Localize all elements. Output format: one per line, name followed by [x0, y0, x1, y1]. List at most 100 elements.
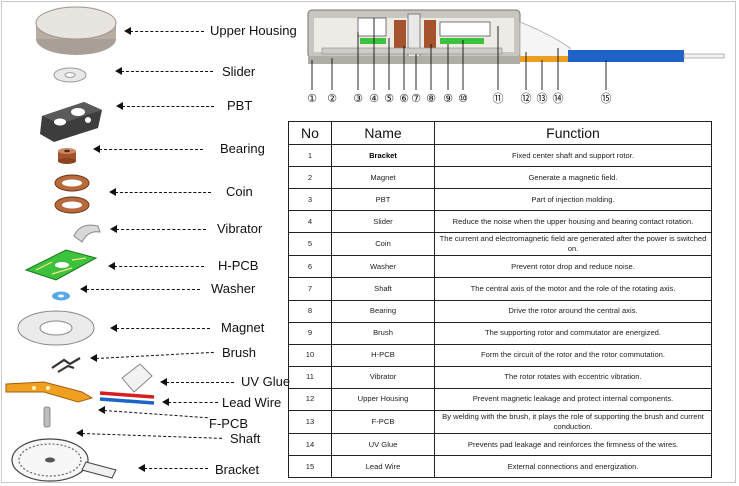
callout-11: ⑪: [493, 92, 504, 105]
cell-no: 5: [288, 232, 332, 257]
cell-no: 14: [288, 433, 332, 457]
cell-function: The rotor rotates with eccentric vibrati…: [434, 365, 712, 389]
cell-name: Slider: [331, 210, 435, 234]
leader-arrow-upper-housing: [124, 27, 131, 35]
label-magnet: Magnet: [221, 320, 265, 335]
label-coin: Coin: [226, 184, 253, 199]
cell-function: External connections and energization.: [434, 455, 712, 479]
callout-3: ③: [353, 92, 363, 105]
callout-6: ⑥: [399, 92, 409, 105]
cell-name: Coin: [331, 232, 435, 257]
cell-function: Prevent rotor drop and reduce noise.: [434, 255, 712, 279]
cell-name: Lead Wire: [331, 455, 435, 479]
cell-function: The current and electromagnetic field ar…: [434, 232, 712, 257]
cell-no: 3: [288, 188, 332, 212]
cell-no: 9: [288, 321, 332, 345]
cell-function: Part of injection molding.: [434, 188, 712, 212]
cell-name: Upper Housing: [331, 387, 435, 412]
leader-arrow-pbt: [116, 102, 123, 110]
h-pcb-image: [24, 249, 98, 281]
f-pcb-image: [5, 381, 94, 403]
cell-no: 11: [288, 365, 332, 389]
cell-no: 8: [288, 299, 332, 323]
cell-no: 6: [288, 255, 332, 279]
label-slider: Slider: [222, 64, 256, 79]
cell-name: H-PCB: [331, 343, 435, 367]
leader-arrow-shaft: [76, 429, 83, 437]
lead-wire-image: [99, 391, 155, 405]
leader-arrow-vibrator: [110, 225, 117, 233]
cell-function: Prevent magnetic leakage and protect int…: [434, 387, 712, 412]
callout-9: ⑨: [443, 92, 453, 105]
label-vibrator: Vibrator: [217, 221, 263, 236]
label-pbt: PBT: [227, 98, 253, 113]
table-header-row: No Name Function: [288, 121, 712, 145]
bearing-image: [58, 148, 76, 164]
washer-image: [52, 291, 70, 301]
label-upper-housing: Upper Housing: [210, 23, 297, 38]
cell-function: Prevents pad leakage and reinforces the …: [434, 433, 712, 457]
label-f-pcb: F-PCB: [209, 416, 248, 431]
cell-function: Fixed center shaft and support rotor.: [434, 143, 712, 168]
callout-4: ④: [369, 92, 379, 105]
label-shaft: Shaft: [230, 431, 261, 446]
cell-name: Bracket: [331, 143, 435, 168]
label-uv-glue: UV Glue: [241, 374, 291, 389]
leader-arrow-brush: [90, 354, 97, 362]
slider-image: [53, 67, 87, 83]
callout-1: ①: [307, 92, 317, 105]
label-bearing: Bearing: [220, 141, 265, 156]
cell-no: 7: [288, 277, 332, 301]
brush-image: [51, 357, 81, 373]
leader-arrow-coin: [109, 188, 116, 196]
callout-12: ⑫: [521, 92, 532, 105]
label-lead-wire: Lead Wire: [222, 395, 282, 410]
callout-5: ⑤: [384, 92, 394, 105]
callout-7: ⑦: [411, 92, 421, 105]
cell-name: PBT: [331, 188, 435, 212]
cell-no: 2: [288, 166, 332, 190]
motor-cross-section: ① ② ③ ④ ⑤ ⑥ ⑦ ⑧ ⑨ ⑩ ⑪ ⑫ ⑬ ⑭ ⑮: [307, 9, 725, 105]
leader-arrow-h-pcb: [108, 262, 115, 270]
cell-name: Magnet: [331, 166, 435, 190]
cell-name: UV Glue: [331, 433, 435, 457]
cell-name: Brush: [331, 321, 435, 345]
bracket-image: [11, 438, 117, 482]
cell-name: Washer: [331, 255, 435, 279]
vibrator-image: [73, 224, 101, 243]
cell-no: 1: [288, 143, 332, 168]
callout-2: ②: [327, 92, 337, 105]
pbt-image: [40, 102, 102, 142]
leader-arrow-lead-wire: [162, 398, 169, 406]
cell-function: Drive the rotor around the central axis.: [434, 299, 712, 323]
cell-function: Reduce the noise when the upper housing …: [434, 210, 712, 234]
callout-10: ⑩: [458, 92, 468, 105]
header-function: Function: [434, 121, 712, 145]
upper-housing-image: [35, 6, 117, 55]
leader-arrow-slider: [115, 67, 122, 75]
cell-function: The central axis of the motor and the ro…: [434, 277, 712, 301]
leader-arrow-bracket: [138, 464, 145, 472]
cell-name: Vibrator: [331, 365, 435, 389]
magnet-image: [17, 310, 95, 346]
leader-arrow-f-pcb: [98, 406, 105, 414]
uv-glue-image: [121, 363, 153, 393]
callout-14: ⑭: [553, 92, 564, 105]
cell-name: F-PCB: [331, 410, 435, 435]
leader-arrow-bearing: [93, 145, 100, 153]
leader-arrow-magnet: [110, 324, 117, 332]
